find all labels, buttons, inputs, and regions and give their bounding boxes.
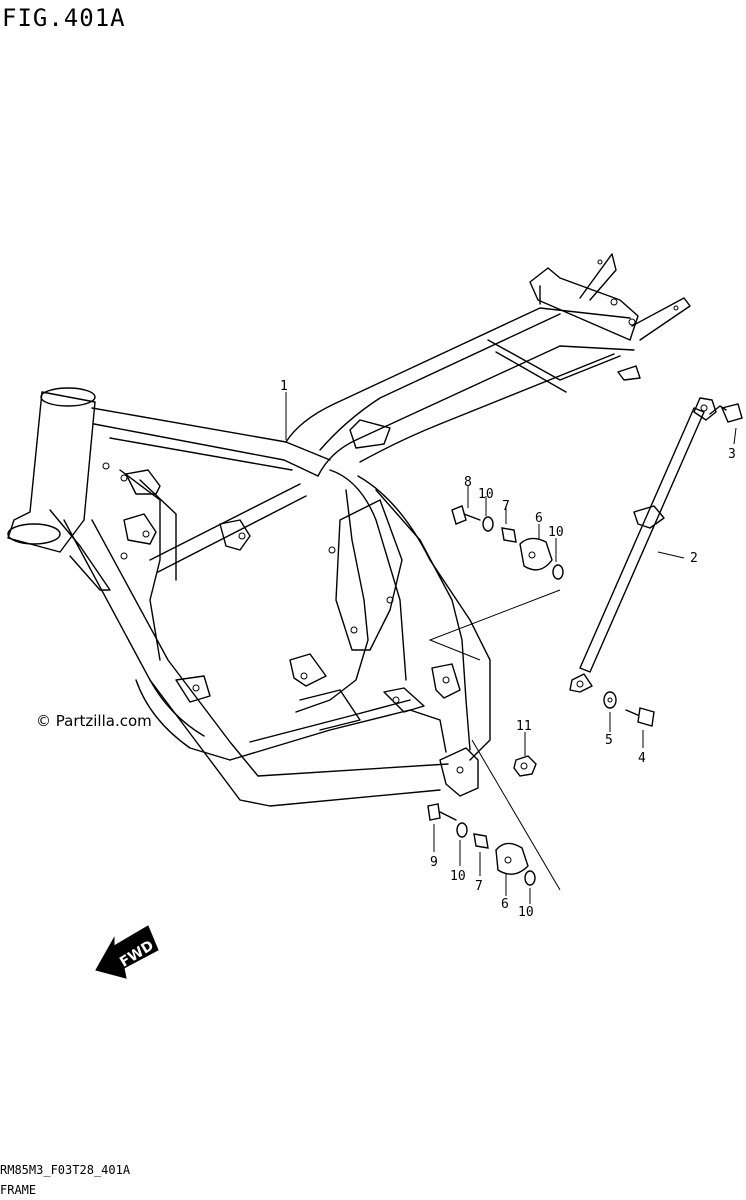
cushion-icon[interactable]	[495, 842, 529, 875]
callout-6-lower: 6	[501, 897, 509, 912]
callout-2: 2	[690, 551, 698, 566]
fwd-arrow-icon: FWD	[95, 925, 159, 979]
callout-10-lower-b: 10	[518, 905, 534, 920]
bolt-icon[interactable]	[427, 803, 457, 821]
washer-icon[interactable]	[456, 822, 468, 838]
assembly-guide-line	[428, 589, 561, 661]
callout-10-upper-b: 10	[548, 525, 564, 540]
washer-icon[interactable]	[552, 564, 564, 580]
footer-name: FRAME	[0, 1183, 37, 1197]
callout-5: 5	[605, 733, 613, 748]
callout-7-upper: 7	[502, 499, 510, 514]
callout-10-upper-a: 10	[478, 487, 494, 502]
footer-code: RM85M3_F03T28_401A	[0, 1163, 131, 1177]
callout-6-upper: 6	[535, 511, 543, 526]
washer-icon[interactable]	[482, 516, 494, 532]
assembly-guide-line	[471, 739, 561, 891]
cushion-icon[interactable]	[519, 537, 553, 571]
washer-icon[interactable]	[603, 691, 617, 709]
watermark: © Partzilla.com	[36, 712, 152, 730]
washer-icon[interactable]	[524, 870, 536, 886]
frame-icon[interactable]	[7, 253, 691, 807]
callout-1: 1	[280, 379, 288, 394]
callout-4: 4	[638, 751, 646, 766]
callout-3: 3	[728, 447, 736, 462]
callout-9: 9	[430, 855, 438, 870]
callout-7-lower: 7	[475, 879, 483, 894]
figure-title: FIG.401A	[2, 4, 126, 32]
stay-rod-icon[interactable]	[569, 397, 717, 693]
callout-11: 11	[516, 719, 532, 734]
nut-icon[interactable]	[513, 755, 537, 777]
bolt-icon[interactable]	[451, 505, 481, 525]
spacer-icon[interactable]	[501, 527, 517, 543]
callout-10-lower-a: 10	[450, 869, 466, 884]
spacer-icon[interactable]	[473, 833, 489, 849]
bolt-icon[interactable]	[709, 403, 743, 423]
bolt-icon[interactable]	[625, 707, 655, 727]
leader-lines	[285, 392, 737, 904]
callout-8: 8	[464, 475, 472, 490]
